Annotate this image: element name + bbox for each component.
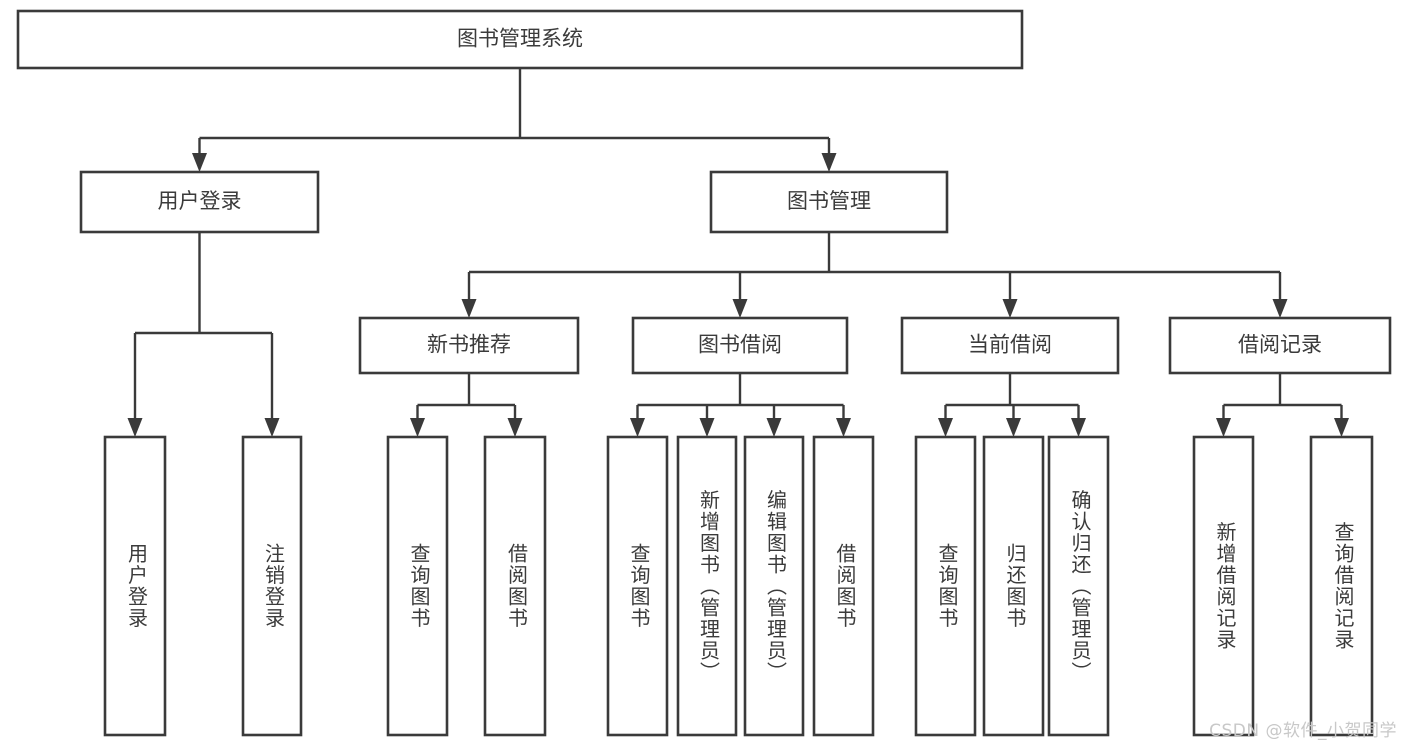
- node-box[interactable]: [743, 435, 805, 737]
- node-layer: 图书管理系统用户登录图书管理新书推荐图书借阅当前借阅借阅记录用户登录注销登录查询…: [16, 9, 1392, 737]
- node-leaf-borrow-book-recommend[interactable]: 借阅图书: [483, 435, 547, 737]
- connector-arrowhead: [836, 418, 851, 437]
- connector-arrowhead: [507, 418, 523, 437]
- node-leaf-add-book-admin[interactable]: 新增图书（管理员）: [676, 435, 738, 737]
- connector-arrowhead: [461, 299, 477, 318]
- node-user-login[interactable]: 用户登录: [79, 170, 320, 234]
- node-label: 用户登录: [158, 189, 242, 213]
- node-box[interactable]: [1309, 435, 1374, 737]
- node-label: 新增借阅记录: [1213, 521, 1237, 650]
- node-label: 查询图书: [407, 543, 431, 629]
- connector-arrowhead: [1002, 299, 1018, 318]
- node-label: 确认归还（管理员）: [1068, 489, 1092, 683]
- connector-arrowhead: [821, 153, 837, 172]
- connector-group-user-login: [127, 232, 280, 437]
- node-label: 借阅图书: [833, 543, 857, 629]
- node-label: 用户登录: [125, 543, 149, 629]
- node-leaf-query-book-recommend[interactable]: 查询图书: [386, 435, 449, 737]
- node-leaf-logout[interactable]: 注销登录: [241, 435, 303, 737]
- watermark-label: CSDN @软件_小贺同学: [1209, 721, 1397, 741]
- node-box[interactable]: [982, 435, 1045, 737]
- node-label: 借阅图书: [505, 543, 529, 629]
- node-box[interactable]: [606, 435, 669, 737]
- node-box[interactable]: [914, 435, 977, 737]
- connector-arrowhead: [766, 418, 782, 437]
- node-label: 新书推荐: [427, 333, 511, 357]
- node-label: 归还图书: [1003, 543, 1027, 629]
- node-label: 新增图书（管理员）: [697, 489, 721, 683]
- node-box[interactable]: [1047, 435, 1110, 737]
- node-box[interactable]: [483, 435, 547, 737]
- node-label: 查询图书: [935, 543, 959, 629]
- node-leaf-borrow-book[interactable]: 借阅图书: [812, 435, 875, 737]
- node-book-borrow[interactable]: 图书借阅: [631, 316, 849, 375]
- connector-layer: [127, 68, 1349, 437]
- node-label: 图书管理: [787, 189, 871, 213]
- node-root[interactable]: 图书管理系统: [16, 9, 1024, 70]
- node-leaf-query-book-borrow[interactable]: 查询图书: [606, 435, 669, 737]
- connector-arrowhead: [1272, 299, 1288, 318]
- node-box[interactable]: [812, 435, 875, 737]
- connector-arrowhead: [630, 418, 645, 437]
- node-leaf-query-book-current[interactable]: 查询图书: [914, 435, 977, 737]
- connector-group-root: [192, 68, 837, 172]
- connector-group-book-management: [461, 232, 1288, 318]
- node-box[interactable]: [900, 316, 1120, 375]
- node-new-book-recommend[interactable]: 新书推荐: [358, 316, 580, 375]
- connector-arrowhead: [699, 418, 715, 437]
- node-label: 当前借阅: [968, 333, 1052, 357]
- connector-arrowhead: [1071, 418, 1086, 437]
- node-box[interactable]: [1168, 316, 1392, 375]
- node-current-borrow[interactable]: 当前借阅: [900, 316, 1120, 375]
- connector-group-current-borrow: [938, 373, 1086, 437]
- connector-arrowhead: [732, 299, 748, 318]
- node-leaf-edit-book-admin[interactable]: 编辑图书（管理员）: [743, 435, 805, 737]
- connector-group-borrow-record: [1216, 373, 1349, 437]
- node-leaf-user-login[interactable]: 用户登录: [103, 435, 167, 737]
- connector-arrowhead: [1006, 418, 1021, 437]
- node-box[interactable]: [709, 170, 949, 234]
- node-box[interactable]: [79, 170, 320, 234]
- node-label: 查询图书: [627, 543, 651, 629]
- node-label: 注销登录: [262, 543, 286, 629]
- node-box[interactable]: [676, 435, 738, 737]
- connector-group-new-book-recommend: [410, 373, 523, 437]
- connector-arrowhead: [192, 153, 207, 172]
- node-label: 图书借阅: [698, 333, 782, 357]
- node-label: 借阅记录: [1238, 333, 1322, 357]
- node-box[interactable]: [16, 9, 1024, 70]
- connector-arrowhead: [938, 418, 953, 437]
- connector-arrowhead: [1334, 418, 1349, 437]
- node-borrow-record[interactable]: 借阅记录: [1168, 316, 1392, 375]
- node-label: 图书管理系统: [457, 27, 583, 51]
- node-box[interactable]: [631, 316, 849, 375]
- node-box[interactable]: [386, 435, 449, 737]
- node-box[interactable]: [103, 435, 167, 737]
- connector-arrowhead: [1216, 418, 1231, 437]
- connector-group-book-borrow: [630, 373, 851, 437]
- node-leaf-query-borrow-record[interactable]: 查询借阅记录: [1309, 435, 1374, 737]
- node-leaf-return-book[interactable]: 归还图书: [982, 435, 1045, 737]
- connector-arrowhead: [127, 418, 143, 437]
- node-leaf-confirm-return-admin[interactable]: 确认归还（管理员）: [1047, 435, 1110, 737]
- node-label: 查询借阅记录: [1331, 521, 1355, 650]
- node-box[interactable]: [358, 316, 580, 375]
- node-box[interactable]: [1192, 435, 1255, 737]
- node-label: 编辑图书（管理员）: [764, 489, 788, 683]
- connector-arrowhead: [264, 418, 280, 437]
- node-box[interactable]: [241, 435, 303, 737]
- node-book-management[interactable]: 图书管理: [709, 170, 949, 234]
- connector-arrowhead: [410, 418, 425, 437]
- node-leaf-add-borrow-record[interactable]: 新增借阅记录: [1192, 435, 1255, 737]
